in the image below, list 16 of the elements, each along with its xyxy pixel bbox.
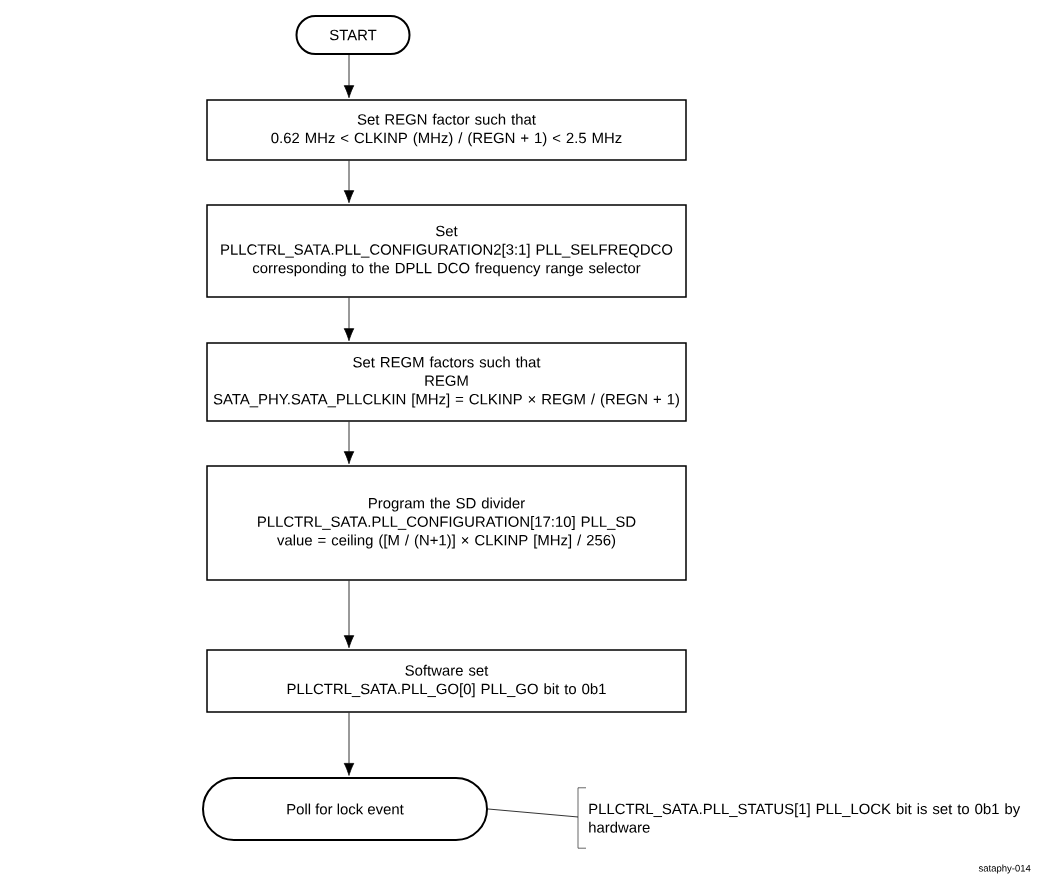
figure-id: sataphy-014	[978, 864, 1031, 874]
arrow	[343, 580, 355, 649]
arrow	[343, 297, 355, 342]
terminator-box: Poll for lock event	[202, 777, 488, 841]
process-box: Program the SD divider PLLCTRL_SATA.PLL_CONFIGURATION[17:10] PLL_SD value = ceiling ([M / (N+1)] × CLKINP [MHz] / 256)	[206, 465, 687, 581]
arrow	[343, 160, 355, 204]
process-box: Software set PLLCTRL_SATA.PLL_GO[0] PLL_GO bit to 0b1	[206, 649, 687, 713]
leader-line	[487, 808, 579, 818]
terminator-box: START	[295, 15, 411, 55]
arrow	[343, 54, 355, 99]
process-box: Set REGN factor such that 0.62 MHz < CLKINP (MHz) / (REGN + 1) < 2.5 MHz	[206, 99, 687, 161]
process-box: Set REGM factors such that REGM SATA_PHY.SATA_PLLCLKIN [MHz] = CLKINP × REGM / (REGN + 1)	[206, 342, 687, 422]
process-box: Set PLLCTRL_SATA.PLL_CONFIGURATION2[3:1] PLL_SELFREQDCO corresponding to the DPLL DCO frequency range selector	[206, 204, 687, 298]
arrow	[343, 421, 355, 465]
arrow	[343, 712, 355, 776]
annotation-note: PLLCTRL_SATA.PLL_STATUS[1] PLL_LOCK bit is set to 0b1 by hardware	[577, 787, 1021, 849]
